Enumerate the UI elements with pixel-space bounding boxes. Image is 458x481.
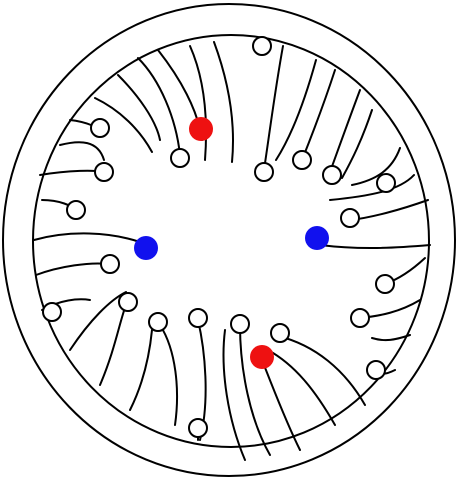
- tendril-knob[interactable]: [189, 419, 207, 437]
- red-dot-bottom[interactable]: [250, 345, 274, 369]
- tendril-knob[interactable]: [67, 201, 85, 219]
- tendril-knob[interactable]: [253, 37, 271, 55]
- tendril-knob[interactable]: [189, 309, 207, 327]
- tendril-knob[interactable]: [43, 303, 61, 321]
- tendril-knob[interactable]: [119, 293, 137, 311]
- tendril-knob[interactable]: [293, 151, 311, 169]
- tendril-knob[interactable]: [255, 163, 273, 181]
- tendril-knob[interactable]: [101, 255, 119, 273]
- tendril-knob[interactable]: [367, 361, 385, 379]
- tendril-knob[interactable]: [149, 313, 167, 331]
- tendril-knob[interactable]: [171, 149, 189, 167]
- tendril-knob[interactable]: [377, 174, 395, 192]
- tendril-knob[interactable]: [341, 209, 359, 227]
- tendril-knob[interactable]: [376, 275, 394, 293]
- tendril-knob[interactable]: [95, 163, 113, 181]
- tendril-knob[interactable]: [271, 324, 289, 342]
- blue-dot-left[interactable]: [134, 236, 158, 260]
- red-dot-top[interactable]: [189, 117, 213, 141]
- tendril-knob[interactable]: [323, 166, 341, 184]
- tendril-knob[interactable]: [91, 119, 109, 137]
- blue-dot-right[interactable]: [305, 226, 329, 250]
- tendril-knob[interactable]: [231, 315, 249, 333]
- tendril-knob[interactable]: [351, 309, 369, 327]
